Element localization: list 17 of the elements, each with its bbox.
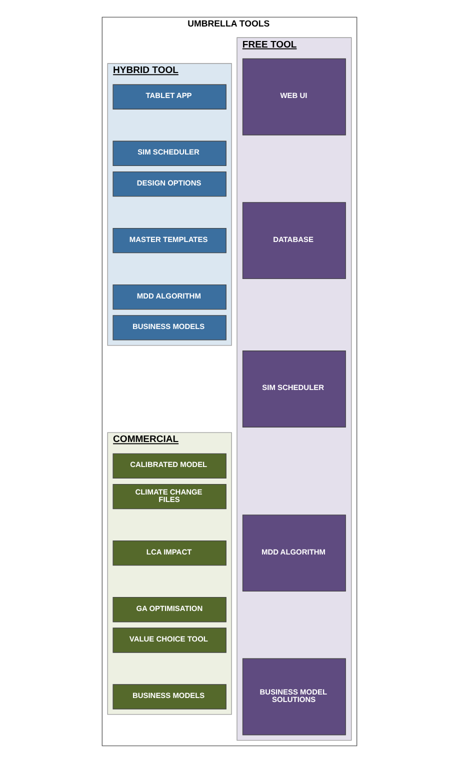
- node-box: BUSINESS MODEL SOLUTIONS: [242, 658, 346, 736]
- node-box: CALIBRATED MODEL: [112, 453, 226, 479]
- node-box: TABLET APP: [112, 84, 226, 110]
- node-box: VALUE CHOICE TOOL: [112, 628, 226, 653]
- node-box: BUSINESS MODELS: [112, 315, 226, 340]
- node-box: MDD ALGORITHM: [242, 514, 346, 592]
- node-box: LCA IMPACT: [112, 540, 226, 566]
- node-box: BUSINESS MODELS: [112, 684, 226, 710]
- node-box: SIM SCHEDULER: [242, 350, 346, 428]
- node-box: DATABASE: [242, 202, 346, 280]
- node-box: WEB UI: [242, 58, 346, 136]
- node-box: SIM SCHEDULER: [112, 140, 226, 166]
- node-box: MASTER TEMPLATES: [112, 228, 226, 254]
- node-box: MDD ALGORITHM: [112, 284, 226, 310]
- node-box: DESIGN OPTIONS: [112, 171, 226, 197]
- node-box: CLIMATE CHANGE FILES: [112, 484, 226, 510]
- node-box: GA OPTIMISATION: [112, 597, 226, 622]
